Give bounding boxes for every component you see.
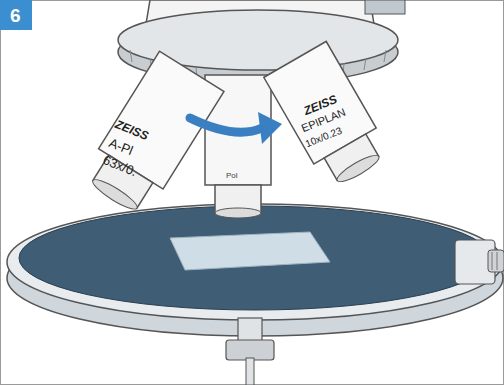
objective-mark: Pol	[226, 172, 238, 180]
step-number: 6	[10, 6, 21, 25]
